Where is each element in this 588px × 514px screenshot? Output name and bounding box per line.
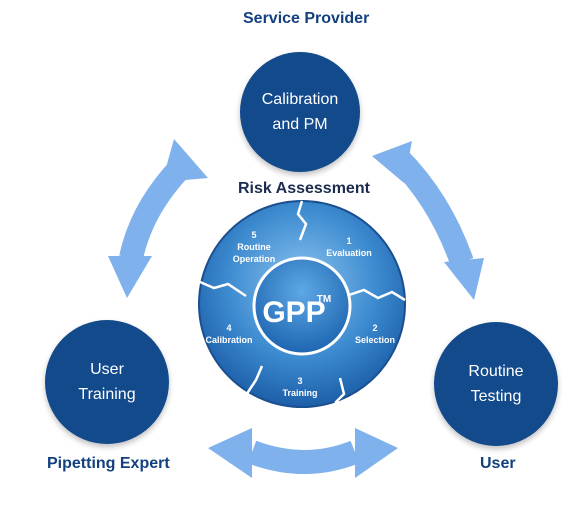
segment-4-label: Calibration (205, 335, 252, 345)
calibration-pm-line-2: and PM (272, 116, 328, 133)
calibration-pm-line-1: Calibration (261, 91, 339, 108)
pipetting-expert-label: Pipetting Expert (47, 455, 170, 472)
arrow-right-top (372, 141, 484, 300)
gpp-wheel: GPP TM 1 Evaluation 2 Selection 3 Traini… (198, 200, 406, 408)
risk-assessment-label: Risk Assessment (238, 180, 370, 197)
arrow-left-top (108, 139, 208, 298)
segment-1-number: 1 (346, 236, 351, 246)
segment-3-label: Training (282, 388, 317, 398)
gpp-hub (252, 256, 352, 356)
gpp-center-label: GPP (262, 296, 325, 329)
user-training-node: User Training (45, 320, 169, 444)
gpp-trademark: TM (317, 294, 331, 305)
segment-5-number: 5 (251, 230, 256, 240)
routine-testing-line-2: Testing (470, 388, 522, 405)
segment-2-label: Selection (355, 335, 395, 345)
segment-2-number: 2 (372, 323, 377, 333)
service-provider-label: Service Provider (243, 10, 370, 27)
user-training-line-1: User (90, 361, 124, 378)
segment-3-number: 3 (297, 376, 302, 386)
user-label: User (480, 455, 516, 472)
segment-1-label: Evaluation (326, 248, 372, 258)
segment-4-number: 4 (226, 323, 231, 333)
user-training-line-2: Training (78, 386, 136, 403)
segment-5-label-line-1: Routine (237, 242, 271, 252)
calibration-pm-node: Calibration and PM (240, 52, 360, 172)
routine-testing-line-1: Routine (468, 363, 524, 380)
routine-testing-node: Routine Testing (434, 322, 558, 446)
arrow-bottom (208, 428, 398, 478)
segment-5-label-line-2: Operation (233, 254, 276, 264)
